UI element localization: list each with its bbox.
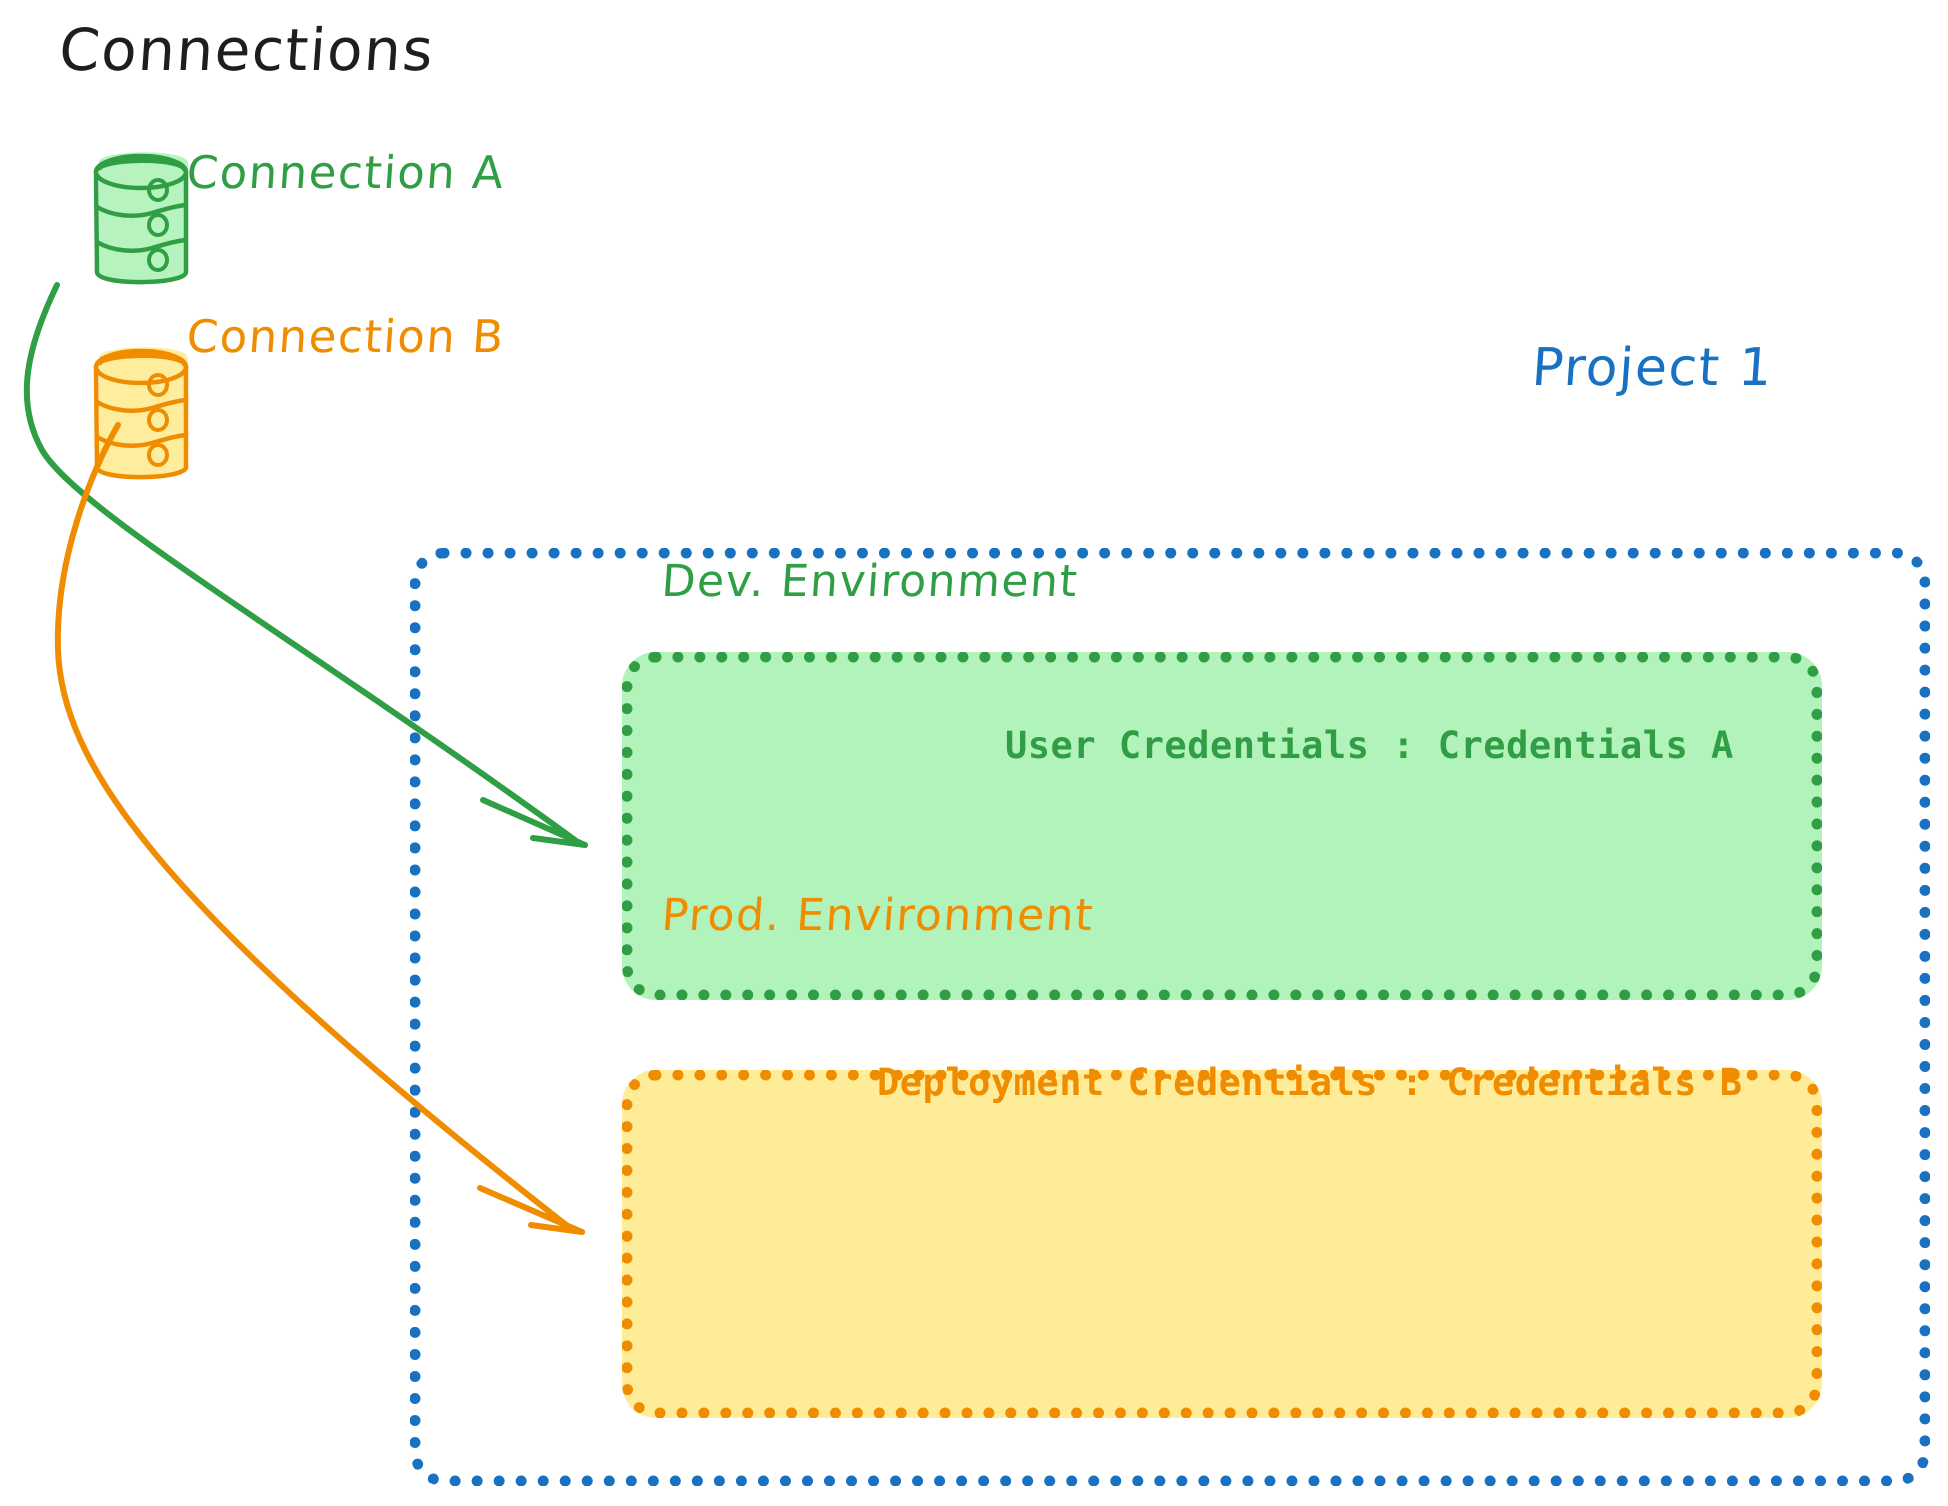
project-1-title: Project 1 [1530, 338, 1776, 398]
prod-environment-credentials: Deployment Credentials : Credentials B [877, 1061, 1743, 1104]
page-title: Connections [57, 16, 437, 84]
dev-environment-title: Dev. Environment [660, 556, 1081, 607]
dev-environment-credentials: User Credentials : Credentials A [1005, 724, 1734, 767]
prod-environment-box[interactable] [622, 1070, 1822, 1418]
connection-b-label: Connection B [185, 310, 507, 363]
dev-environment-box[interactable] [622, 652, 1822, 1000]
database-icon-connection-b[interactable] [93, 347, 189, 480]
prod-environment-title: Prod. Environment [660, 890, 1096, 941]
connection-a-label: Connection A [185, 146, 507, 199]
database-icon-connection-a[interactable] [93, 152, 189, 285]
